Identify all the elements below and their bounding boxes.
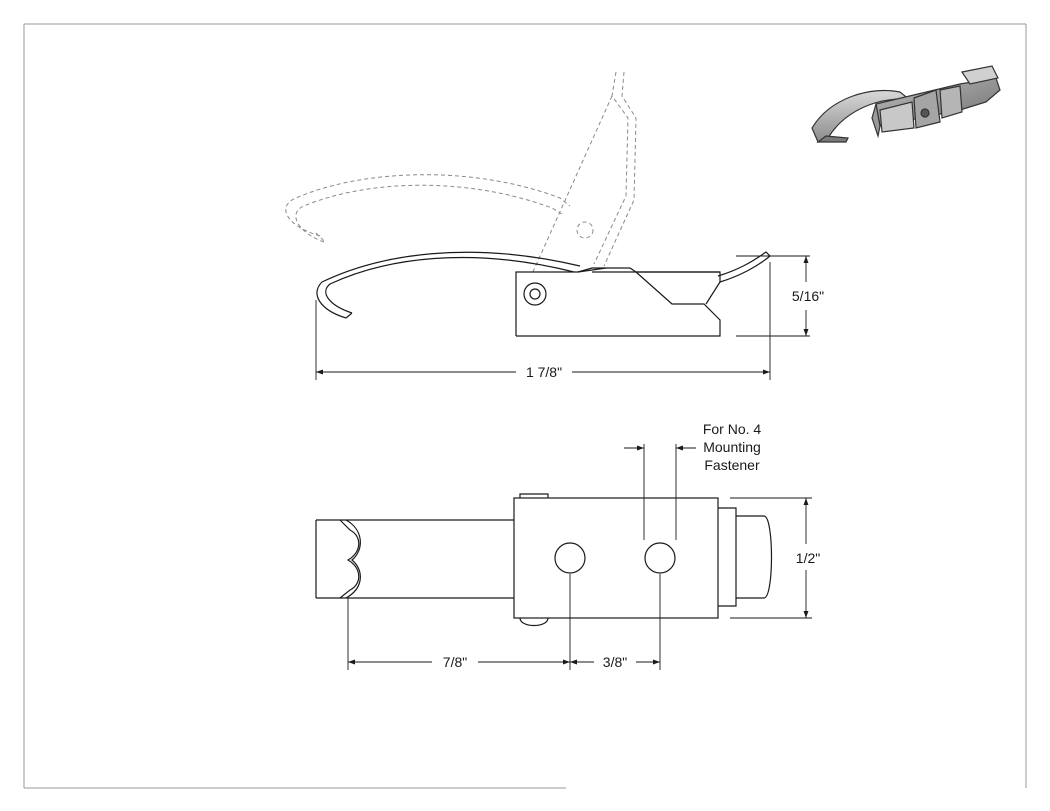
side-view-latch <box>316 251 771 337</box>
side-view-dimensions <box>315 255 810 380</box>
dim-hole-offset: 7/8" <box>443 654 467 670</box>
top-view-dimensions <box>347 444 812 670</box>
latch-3d-render-icon <box>811 65 1001 143</box>
dim-height: 5/16" <box>792 288 824 304</box>
fastener-note-line-3: Fastener <box>704 457 760 473</box>
dim-width: 1/2" <box>796 550 820 566</box>
top-view-latch <box>315 493 773 627</box>
fastener-note-line-1: For No. 4 <box>703 421 762 437</box>
dim-hole-spacing: 3/8" <box>603 654 627 670</box>
dim-overall-length: 1 7/8" <box>526 364 562 380</box>
fastener-note-line-2: Mounting <box>703 439 761 455</box>
side-view-open-phantom <box>285 71 637 275</box>
sheet-border <box>23 23 1027 789</box>
